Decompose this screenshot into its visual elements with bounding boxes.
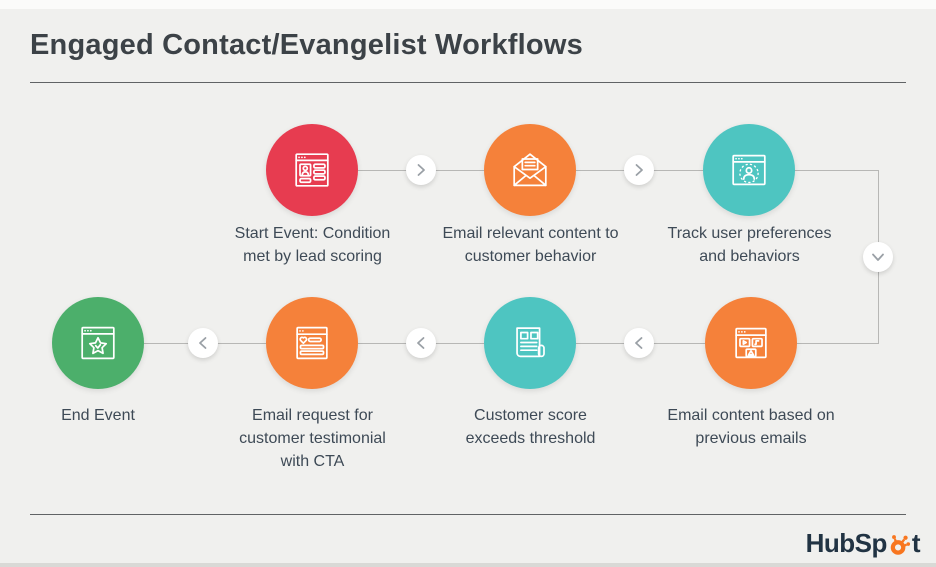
chevron-left-icon: [406, 328, 436, 358]
node-label: Email request for customer testimonial w…: [239, 407, 386, 470]
chevron-right-icon: [624, 155, 654, 185]
chevron-left-icon: [188, 328, 218, 358]
contact-form-icon: [295, 153, 329, 187]
logo-text-prefix: HubSp: [805, 528, 888, 558]
node-label: Email relevant content to customer behav…: [442, 225, 619, 265]
top-margin-strip: [0, 0, 936, 9]
chevron-left-icon: [624, 328, 654, 358]
media-email-icon: [735, 327, 767, 359]
node-label: Start Event: Condition met by lead scori…: [234, 225, 391, 265]
hubspot-sprocket-icon: [890, 535, 910, 555]
bottom-margin-strip: [0, 563, 936, 567]
page-title: Engaged Contact/Evangelist Workflows: [30, 29, 583, 61]
logo-text-suffix: t: [911, 528, 921, 558]
node-customer-score: [484, 297, 576, 389]
score-document-icon: [516, 327, 545, 358]
node-email-testimonial-request: [266, 297, 358, 389]
connector-line: [797, 343, 879, 344]
node-label: Email content based on previous emails: [667, 407, 835, 447]
node-email-relevant-content: [484, 124, 576, 216]
chevron-right-icon: [406, 155, 436, 185]
open-envelope-icon: [513, 153, 547, 187]
node-end-event: [52, 297, 144, 389]
hubspot-logo: HubSp t: [805, 527, 921, 558]
node-label: Customer score exceeds threshold: [465, 407, 596, 447]
star-window-icon: [81, 326, 115, 360]
chevron-down-icon: [863, 242, 893, 272]
node-email-previous-content: [705, 297, 797, 389]
node-track-user-preferences: [703, 124, 795, 216]
node-start-event: [266, 124, 358, 216]
user-tracking-icon: [732, 154, 766, 186]
node-label: Track user preferences and behaviors: [667, 225, 832, 265]
header-divider: [30, 82, 906, 83]
connector-line: [794, 170, 879, 171]
node-label: End Event: [61, 407, 135, 424]
footer-divider: [30, 514, 906, 515]
testimonial-email-icon: [296, 326, 328, 360]
